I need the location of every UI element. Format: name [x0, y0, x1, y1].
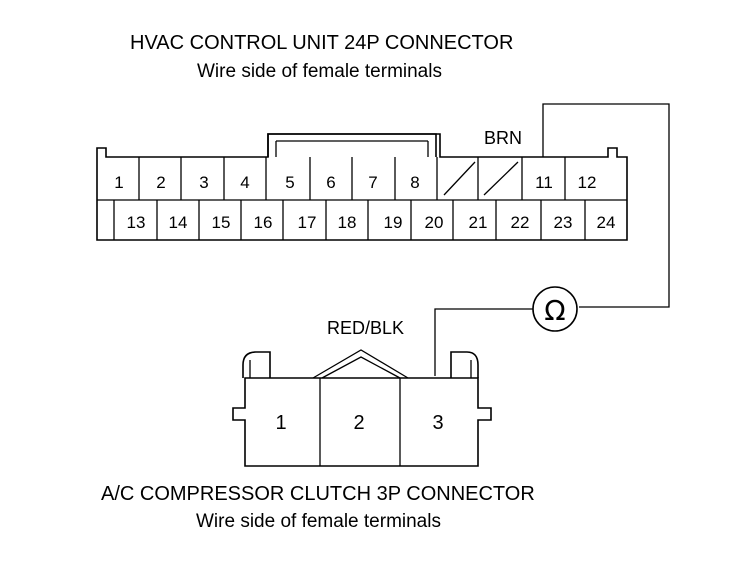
hvac-pin-label: 15	[212, 213, 231, 232]
red-blk-wire-label: RED/BLK	[327, 318, 404, 338]
pin-3-label: 3	[432, 412, 443, 434]
connector-outline	[96, 133, 628, 241]
ohm-icon: Ω	[544, 294, 565, 327]
pin-2-label: 2	[353, 412, 364, 434]
bottom-connector-subtitle: Wire side of female terminals	[196, 511, 441, 532]
hvac-pin-label: 19	[384, 213, 403, 232]
hvac-pin-label: 2	[156, 173, 165, 192]
hvac-pin-label: 16	[254, 213, 273, 232]
hvac-pin-label: 20	[425, 213, 444, 232]
connector-3p-lock-inner	[321, 356, 401, 379]
empty-cavity-9-slash	[443, 161, 476, 196]
hvac-pin-label: 11	[535, 173, 553, 192]
hvac-pin-label: 7	[368, 173, 377, 192]
pin-1-label: 1	[275, 412, 286, 434]
hvac-pin-label: 4	[240, 173, 249, 192]
top-connector-title: HVAC CONTROL UNIT 24P CONNECTOR	[130, 32, 513, 54]
hvac-pin-label: 5	[285, 173, 294, 192]
hvac-pin-label: 23	[554, 213, 573, 232]
hvac-pin-label: 14	[169, 213, 188, 232]
connector-3p-lock-outer	[312, 349, 409, 379]
hvac-pin-label: 13	[127, 213, 146, 232]
top-connector-subtitle: Wire side of female terminals	[197, 61, 442, 82]
hvac-pin-label: 22	[511, 213, 530, 232]
hvac-pin-label: 12	[578, 173, 597, 192]
bottom-connector-title: A/C COMPRESSOR CLUTCH 3P CONNECTOR	[101, 483, 535, 505]
hvac-pin-label: 6	[326, 173, 335, 192]
hvac-pin-label: 1	[114, 173, 123, 192]
brn-wire-label: BRN	[484, 128, 522, 148]
connector-3p-outline	[232, 377, 492, 467]
empty-cavity-10-slash	[483, 161, 519, 196]
red-blk-wire	[434, 308, 533, 376]
hvac-pin-label: 8	[410, 173, 419, 192]
ohmmeter: Ω	[532, 286, 578, 332]
connector-3p-right-ear	[450, 351, 479, 378]
connector-3p-left-ear	[242, 351, 271, 378]
hvac-pin-label: 21	[469, 213, 488, 232]
hvac-pin-label: 18	[338, 213, 357, 232]
hvac-pin-label: 24	[597, 213, 616, 232]
brn-wire	[542, 103, 670, 308]
ac-compressor-3p-connector: 1 2 3	[232, 349, 492, 467]
hvac-pin-label: 17	[298, 213, 317, 232]
connector-lock-tab	[267, 133, 437, 157]
hvac-pin-label: 3	[199, 173, 208, 192]
